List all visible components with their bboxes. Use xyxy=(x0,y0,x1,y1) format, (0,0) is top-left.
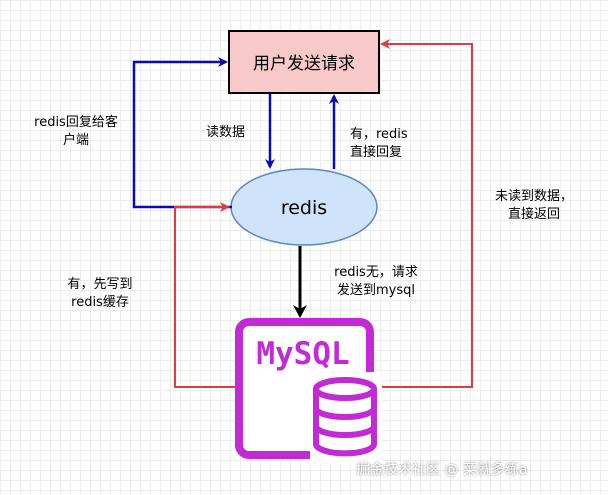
mysql-logo-text: MySQL xyxy=(256,336,349,372)
write-redis-cache-arrow xyxy=(174,202,238,388)
redis-hit-label: 有，redis 直接回复 xyxy=(350,127,408,160)
redis-miss-label: redis无，请求 发送到mysql xyxy=(334,265,418,298)
read-data-label: 读数据 xyxy=(206,125,246,140)
redis-label: redis xyxy=(281,197,327,219)
write-redis-cache-label: 有，先写到 redis缓存 xyxy=(67,277,133,310)
redis-reply-client-label: redis回复给客 户端 xyxy=(34,115,118,148)
db-cylinder-ring-2 xyxy=(313,425,377,438)
user-request-label: 用户发送请求 xyxy=(253,54,355,74)
not-found-return-label: 未读到数据， 直接返回 xyxy=(494,189,573,222)
mysql-database-icon: MySQL xyxy=(235,318,382,464)
user-request-box xyxy=(228,30,380,94)
watermark: 掘金技术社区 @ 菜就多练a xyxy=(356,462,528,478)
not-found-return-arrow xyxy=(370,39,473,388)
db-cylinder-top xyxy=(313,377,377,401)
db-cylinder-ring-1 xyxy=(313,407,377,420)
db-cylinder-body xyxy=(313,390,377,457)
